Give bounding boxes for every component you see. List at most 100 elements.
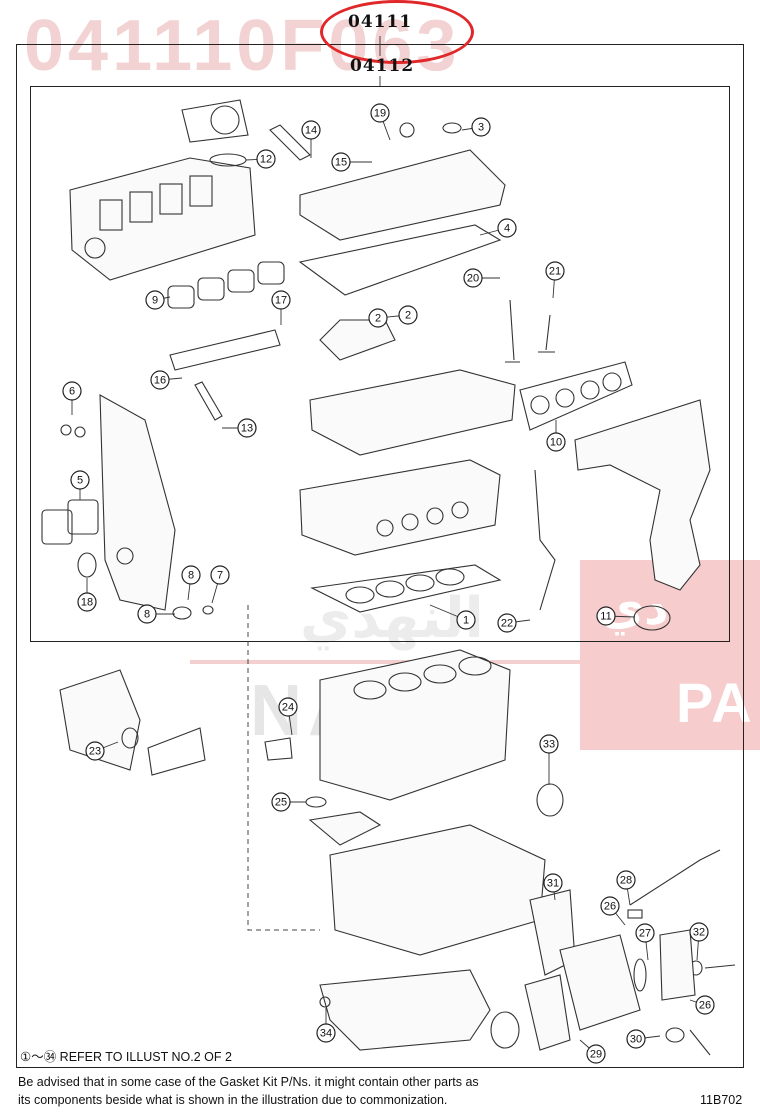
water-outlet xyxy=(659,929,696,1001)
svg-text:4: 4 xyxy=(504,223,510,235)
svg-text:18: 18 xyxy=(81,597,93,609)
footnote: Be advised that in some case of the Gask… xyxy=(18,1073,638,1109)
callout-22: 22 xyxy=(497,613,517,633)
oil-level-tube xyxy=(629,849,721,906)
callout-21: 21 xyxy=(545,261,565,281)
callout-16: 16 xyxy=(150,370,170,390)
cylinder-head xyxy=(299,459,501,556)
oil-pan xyxy=(319,969,491,1051)
callout-6: 6 xyxy=(62,381,82,401)
svg-text:22: 22 xyxy=(501,618,513,630)
callout-4: 4 xyxy=(497,218,517,238)
bracket xyxy=(147,727,206,776)
crank-rear-seal xyxy=(536,783,564,817)
water-outlet-gasket xyxy=(67,499,99,535)
side-brand-banner xyxy=(580,560,760,750)
callout-23: 23 xyxy=(85,741,105,761)
svg-text:28: 28 xyxy=(620,875,632,887)
svg-text:2: 2 xyxy=(375,313,381,325)
svg-text:13: 13 xyxy=(241,423,253,435)
svg-text:2: 2 xyxy=(405,310,411,322)
timing-cover xyxy=(99,394,176,611)
svg-text:29: 29 xyxy=(590,1049,602,1061)
svg-text:27: 27 xyxy=(639,928,651,940)
callout-5: 5 xyxy=(70,470,90,490)
callout-30: 30 xyxy=(626,1029,646,1049)
svg-text:15: 15 xyxy=(335,157,347,169)
callout-17: 17 xyxy=(271,290,291,310)
exhaust-manifold-gasket xyxy=(519,361,633,431)
svg-text:24: 24 xyxy=(282,702,294,714)
svg-text:9: 9 xyxy=(152,295,158,307)
sensor-bracket xyxy=(264,737,293,761)
callout-26: 26 xyxy=(695,995,715,1015)
svg-text:34: 34 xyxy=(320,1028,332,1040)
callout-26: 26 xyxy=(600,896,620,916)
valve-cover xyxy=(269,122,506,241)
callout-24: 24 xyxy=(278,697,298,717)
svg-text:5: 5 xyxy=(77,475,83,487)
watermark-stripe xyxy=(190,660,580,664)
oil-cap-gasket xyxy=(442,122,462,134)
callout-29: 29 xyxy=(586,1044,606,1064)
svg-text:16: 16 xyxy=(154,375,166,387)
sensor-o-ring xyxy=(305,796,327,808)
svg-text:10: 10 xyxy=(550,437,562,449)
svg-text:20: 20 xyxy=(467,273,479,285)
water-pump xyxy=(559,934,641,1031)
diagram-code: 11B702 xyxy=(700,1093,743,1107)
callout-8: 8 xyxy=(137,604,157,624)
callout-32: 32 xyxy=(689,922,709,942)
water-pump-gasket xyxy=(524,974,571,1051)
rear-oil-seal xyxy=(121,727,139,749)
callout-8: 8 xyxy=(181,565,201,585)
callout-9: 9 xyxy=(145,290,165,310)
thermostat-ring xyxy=(633,958,647,992)
oil-strainer xyxy=(308,811,382,846)
svg-text:6: 6 xyxy=(69,386,75,398)
svg-text:12: 12 xyxy=(260,154,272,166)
intake-manifold xyxy=(69,99,256,281)
callout-7: 7 xyxy=(210,565,230,585)
svg-text:30: 30 xyxy=(630,1034,642,1046)
svg-text:21: 21 xyxy=(549,266,561,278)
footnote-line-1: Be advised that in some case of the Gask… xyxy=(18,1075,479,1089)
plug-washer xyxy=(74,426,86,438)
callout-10: 10 xyxy=(546,432,566,452)
svg-text:26: 26 xyxy=(699,1000,711,1012)
o-ring-small xyxy=(202,605,214,615)
oil-pump-cover xyxy=(59,669,141,771)
refer-note: ①〜㉞ REFER TO ILLUST NO.2 OF 2 xyxy=(20,1050,232,1064)
svg-text:14: 14 xyxy=(305,125,317,137)
pulley xyxy=(490,1011,520,1049)
head-gasket xyxy=(310,564,502,613)
plug-gasket xyxy=(60,424,72,436)
sensor xyxy=(704,964,736,969)
callout-34: 34 xyxy=(316,1023,336,1043)
svg-text:1: 1 xyxy=(463,615,469,627)
svg-text:26: 26 xyxy=(604,901,616,913)
drain-plug-gasket xyxy=(319,996,331,1008)
callout-3: 3 xyxy=(471,117,491,137)
callout-2: 2 xyxy=(398,305,418,325)
valve-cover-gasket xyxy=(298,224,502,296)
callout-15: 15 xyxy=(331,152,351,172)
inner-frame xyxy=(30,86,730,642)
intake-valve xyxy=(505,299,520,363)
lower-crankcase xyxy=(329,824,546,956)
callout-28: 28 xyxy=(616,870,636,890)
callout-31: 31 xyxy=(543,873,563,893)
svg-text:19: 19 xyxy=(374,108,386,120)
svg-text:25: 25 xyxy=(275,797,287,809)
camshaft-housing xyxy=(309,369,516,456)
filter-o-ring xyxy=(665,1027,685,1043)
exhaust-valve xyxy=(538,314,555,353)
callout-33: 33 xyxy=(539,734,559,754)
svg-text:32: 32 xyxy=(693,927,705,939)
callout-20: 20 xyxy=(463,268,483,288)
svg-text:31: 31 xyxy=(547,878,559,890)
intake-gaskets xyxy=(167,261,285,309)
callout-27: 27 xyxy=(635,923,655,943)
highlight-circle xyxy=(320,0,474,64)
